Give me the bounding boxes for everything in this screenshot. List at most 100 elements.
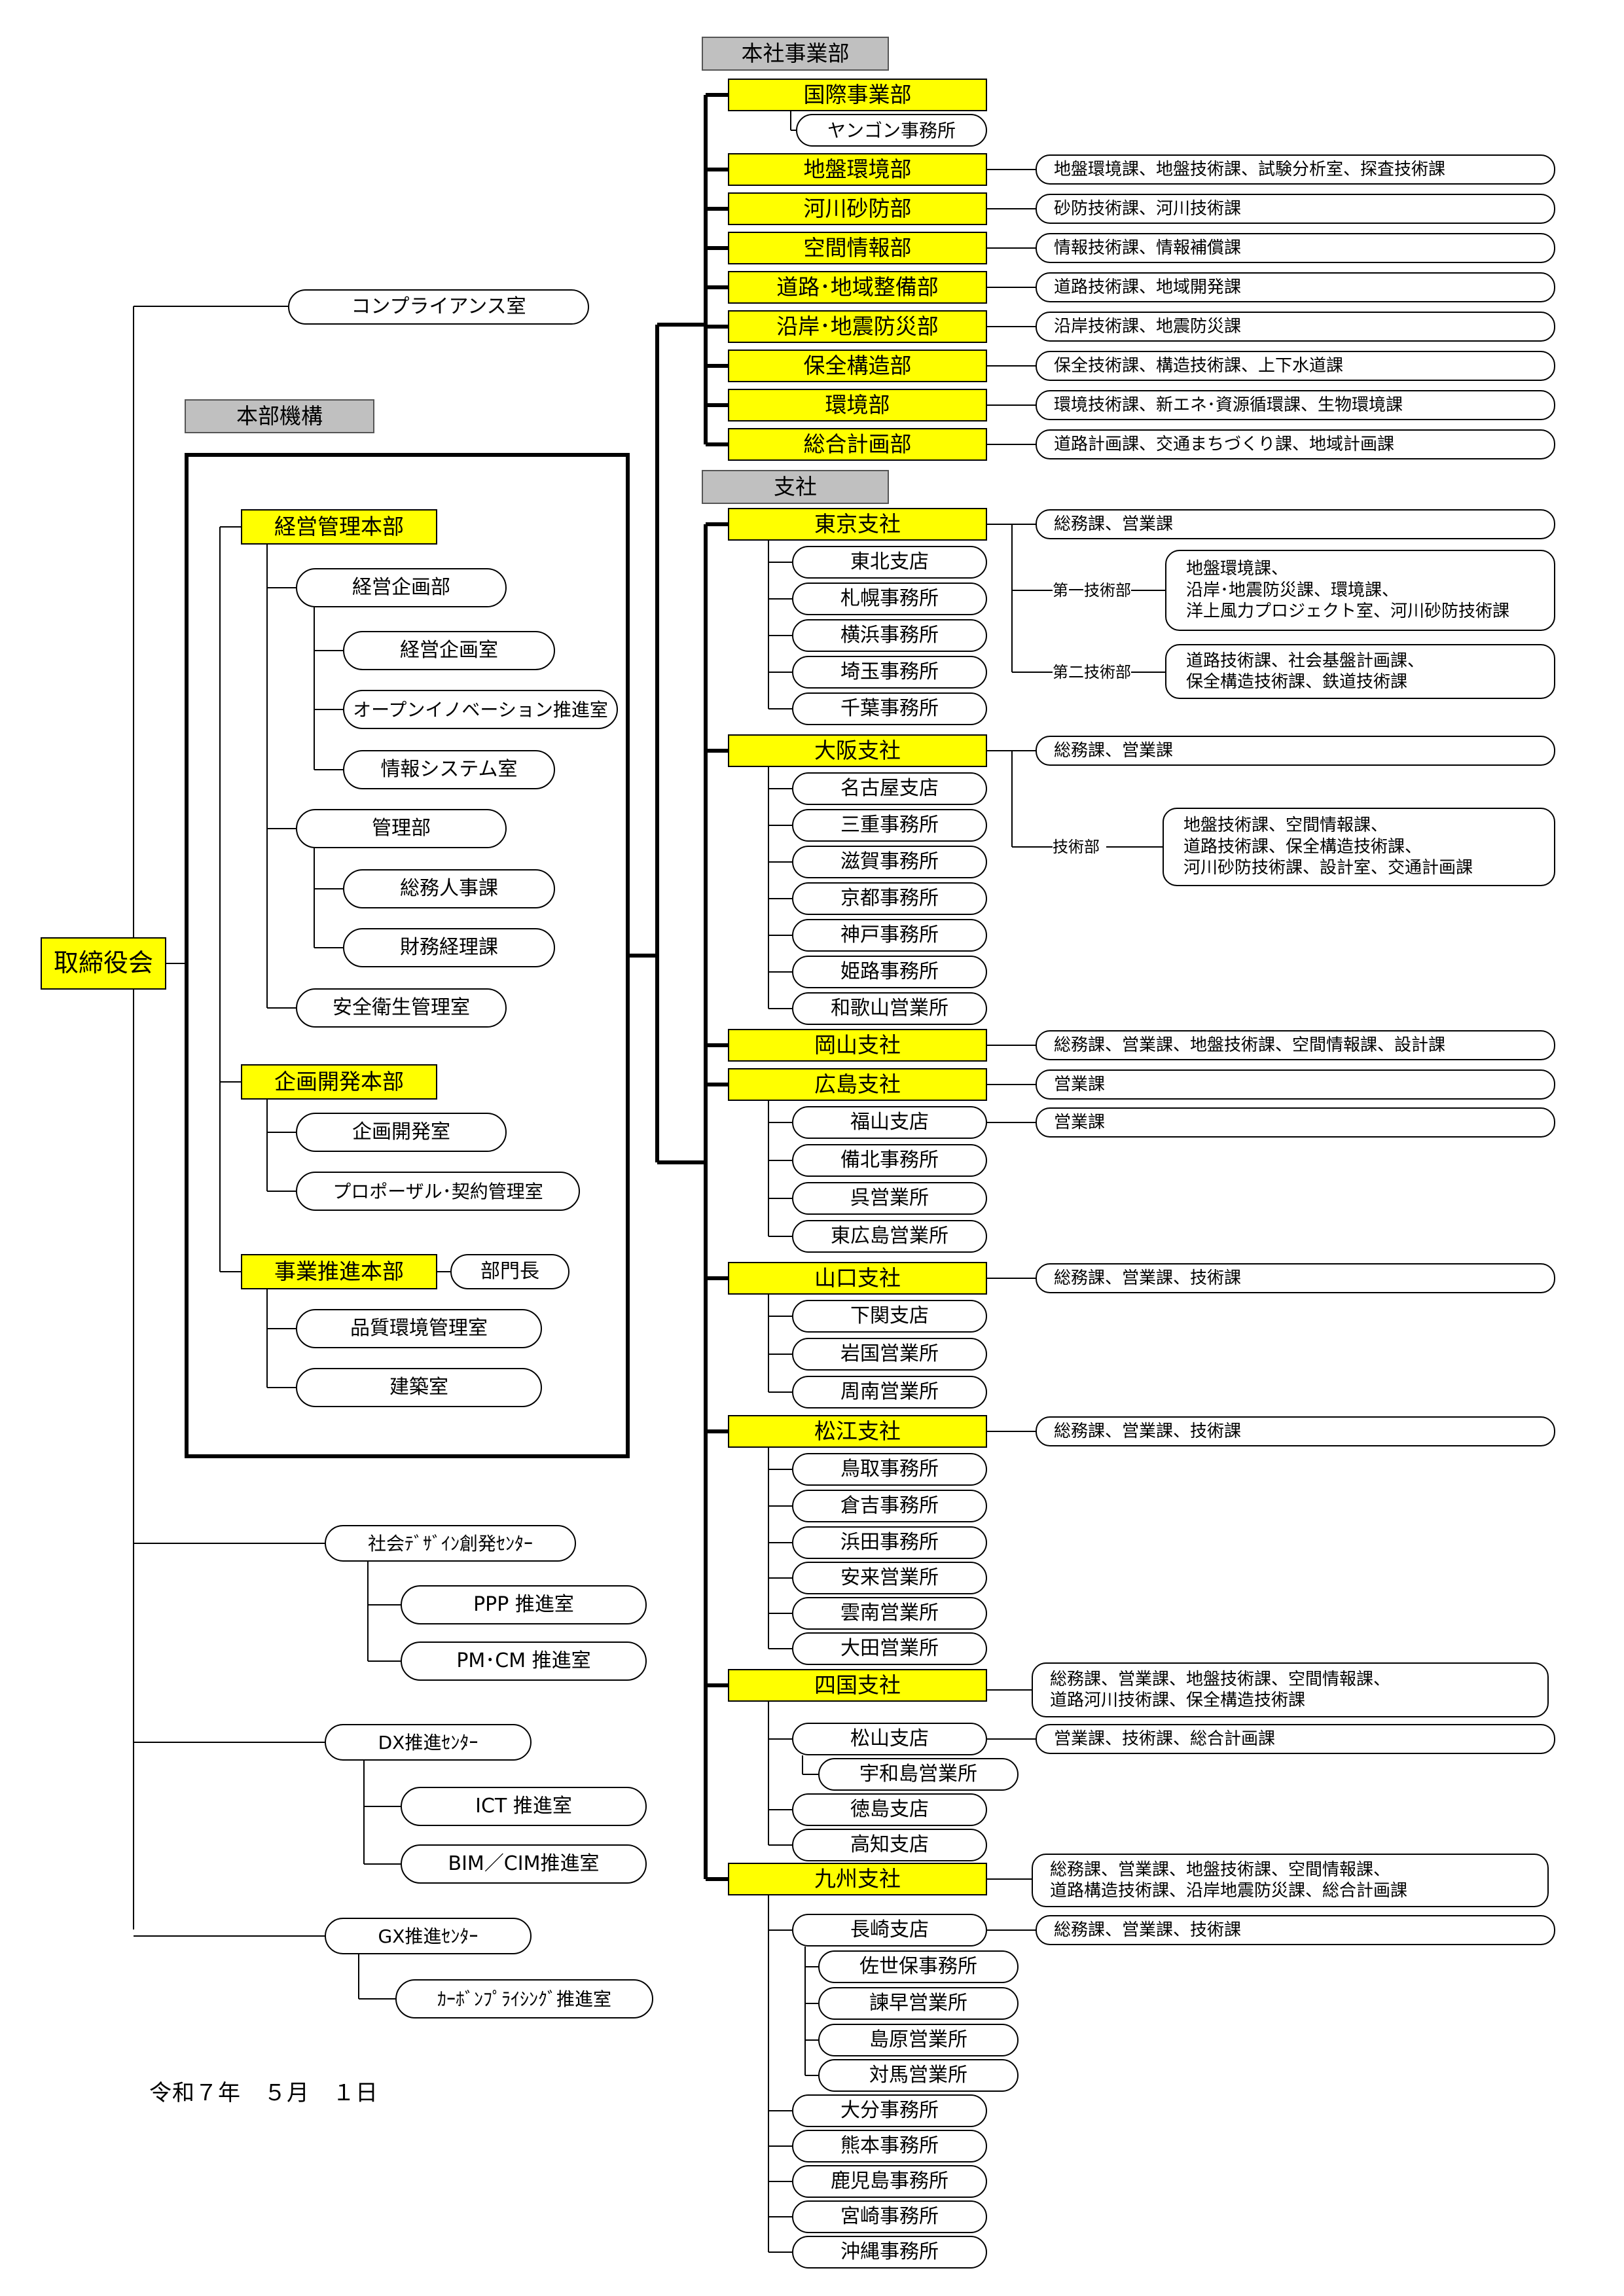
branch-shikoku: 四国支社 <box>728 1669 987 1702</box>
branch-tokyo: 東京支社 <box>728 508 987 541</box>
office-nagoya: 名古屋支店 <box>792 772 987 805</box>
branch-yamaguchi: 山口支社 <box>728 1262 987 1295</box>
division-comprehensive-planning: 総合計画部 <box>728 428 987 461</box>
office-yasugi: 安来営業所 <box>792 1562 987 1594</box>
office-unnan: 雲南営業所 <box>792 1597 987 1630</box>
office-kagoshima: 鹿児島事務所 <box>792 2165 987 2198</box>
office-uwajima: 宇和島営業所 <box>818 1758 1019 1791</box>
office-sapporo: 札幌事務所 <box>792 583 987 615</box>
office-tohoku: 東北支店 <box>792 546 987 579</box>
tokyo-tech-dept-1: 第一技術部 <box>1053 581 1131 600</box>
branch-kyushu-desc: 総務課、営業課、地盤技術課、空間情報課、 道路構造技術課、沿岸地震防災課、総合計… <box>1032 1854 1549 1907</box>
architecture-office: 建築室 <box>296 1368 542 1407</box>
branch-shikoku-desc: 総務課、営業課、地盤技術課、空間情報課、 道路河川技術課、保全構造技術課 <box>1032 1662 1549 1717</box>
business-promotion-hq: 事業推進本部 <box>241 1254 437 1289</box>
dx-center: DX推進ｾﾝﾀｰ <box>325 1724 532 1761</box>
office-sasebo: 佐世保事務所 <box>818 1950 1019 1983</box>
office-ota: 大田営業所 <box>792 1632 987 1665</box>
division-desc-river-erosion: 砂防技術課、河川技術課 <box>1036 194 1555 224</box>
office-himeji: 姫路事務所 <box>792 956 987 988</box>
office-fukuyama: 福山支店 <box>792 1106 987 1139</box>
office-okinawa: 沖縄事務所 <box>792 2236 987 2269</box>
safety-health-office: 安全衛生管理室 <box>296 988 507 1028</box>
tokyo-tech2-line-2: 保全構造技術課、鉄道技術課 <box>1186 672 1408 692</box>
finance-accounting-section: 財務経理課 <box>343 928 555 967</box>
division-spatial-information: 空間情報部 <box>728 232 987 264</box>
office-kure: 呉営業所 <box>792 1182 987 1215</box>
tokyo-tech1-line-2: 沿岸･地震防災課、環境課、 <box>1186 580 1399 600</box>
information-systems-office: 情報システム室 <box>343 750 555 789</box>
office-chiba: 千葉事務所 <box>792 692 987 725</box>
head-office-label: 本部機構 <box>185 399 374 433</box>
division-desc-comprehensive-planning: 道路計画課、交通まちづくり課、地域計画課 <box>1036 429 1555 459</box>
office-wakayama: 和歌山営業所 <box>792 992 987 1025</box>
administration-dept: 管理部 <box>296 809 507 848</box>
planning-development-hq: 企画開発本部 <box>241 1064 437 1100</box>
planning-development-office: 企画開発室 <box>296 1113 507 1152</box>
office-bihoku: 備北事務所 <box>792 1144 987 1177</box>
social-design-center: 社会ﾃﾞｻﾞｲﾝ創発ｾﾝﾀｰ <box>325 1525 576 1562</box>
office-shimabara: 島原営業所 <box>818 2024 1019 2056</box>
division-desc-road-regional: 道路技術課、地域開発課 <box>1036 272 1555 302</box>
office-tottori: 鳥取事務所 <box>792 1453 987 1486</box>
branch-okayama-desc: 総務課、営業課、地盤技術課、空間情報課、設計課 <box>1036 1030 1555 1060</box>
osaka-tech-line-2: 道路技術課、保全構造技術課、 <box>1183 836 1422 857</box>
issue-date: 令和７年 ５月 １日 <box>149 2080 378 2106</box>
division-environment: 環境部 <box>728 389 987 422</box>
pm-cm-office: PM･CM 推進室 <box>401 1641 647 1681</box>
branch-tokyo-desc: 総務課、営業課 <box>1036 509 1555 539</box>
division-desc-spatial-information: 情報技術課、情報補償課 <box>1036 233 1555 263</box>
office-kochi: 高知支店 <box>792 1829 987 1861</box>
office-kyoto: 京都事務所 <box>792 882 987 915</box>
office-shiga: 滋賀事務所 <box>792 846 987 878</box>
branch-matsue-desc: 総務課、営業課、技術課 <box>1036 1416 1555 1446</box>
gx-center: GX推進ｾﾝﾀｰ <box>325 1918 532 1954</box>
office-hamada: 浜田事務所 <box>792 1526 987 1559</box>
branch-kyushu: 九州支社 <box>728 1863 987 1895</box>
general-affairs-hr-section: 総務人事課 <box>343 869 555 908</box>
office-kobe: 神戸事務所 <box>792 919 987 952</box>
office-matsuyama-desc: 営業課、技術課、総合計画課 <box>1036 1724 1555 1754</box>
branch-osaka-desc: 総務課、営業課 <box>1036 736 1555 766</box>
tokyo-tech2-line-1: 道路技術課、社会基盤計画課、 <box>1186 651 1425 671</box>
tokyo-tech1-line-3: 洋上風力プロジェクト室、河川砂防技術課 <box>1186 601 1510 622</box>
office-matsuyama: 松山支店 <box>792 1723 987 1755</box>
osaka-tech-dept: 技術部 <box>1053 838 1100 856</box>
division-desc-environment: 環境技術課、新エネ･資源循環課、生物環境課 <box>1036 390 1555 420</box>
division-desc-maintenance-structure: 保全技術課、構造技術課、上下水道課 <box>1036 351 1555 381</box>
office-yokohama: 横浜事務所 <box>792 619 987 652</box>
tokyo-tech-dept-2-sections: 道路技術課、社会基盤計画課、 保全構造技術課、鉄道技術課 <box>1165 644 1555 699</box>
branch-matsue: 松江支社 <box>728 1415 987 1448</box>
shikoku-desc-line-2: 道路河川技術課、保全構造技術課 <box>1050 1691 1306 1710</box>
management-hq: 経営管理本部 <box>241 509 437 545</box>
ppp-office: PPP 推進室 <box>401 1585 647 1624</box>
office-saitama: 埼玉事務所 <box>792 656 987 689</box>
division-desc-coastal-earthquake: 沿岸技術課、地震防災課 <box>1036 312 1555 342</box>
office-miyazaki: 宮崎事務所 <box>792 2200 987 2233</box>
shikoku-desc-line-1: 総務課、営業課、地盤技術課、空間情報課、 <box>1050 1669 1391 1689</box>
kyushu-desc-line-1: 総務課、営業課、地盤技術課、空間情報課、 <box>1050 1859 1391 1880</box>
branch-yamaguchi-desc: 総務課、営業課、技術課 <box>1036 1263 1555 1293</box>
branch-hiroshima: 広島支社 <box>728 1068 987 1101</box>
branch-okayama: 岡山支社 <box>728 1029 987 1062</box>
corporate-planning-office: 経営企画室 <box>343 631 555 670</box>
division-head: 部門長 <box>450 1254 569 1289</box>
branches-label: 支社 <box>702 470 889 504</box>
office-nagasaki-desc: 総務課、営業課、技術課 <box>1036 1915 1555 1945</box>
osaka-tech-line-3: 河川砂防技術課、設計室、交通計画課 <box>1183 858 1473 878</box>
osaka-tech-line-1: 地盤技術課、空間情報課、 <box>1183 816 1388 836</box>
office-kurayoshi: 倉吉事務所 <box>792 1490 987 1522</box>
office-tsushima: 対馬営業所 <box>818 2059 1019 2092</box>
division-coastal-earthquake: 沿岸･地震防災部 <box>728 310 987 343</box>
tokyo-tech1-line-1: 地盤環境課、 <box>1186 559 1289 579</box>
kyushu-desc-line-2: 道路構造技術課、沿岸地震防災課、総合計画課 <box>1050 1881 1408 1901</box>
bim-cim-office: BIM／CIM推進室 <box>401 1844 647 1884</box>
tokyo-tech-dept-1-sections: 地盤環境課、 沿岸･地震防災課、環境課、 洋上風力プロジェクト室、河川砂防技術課 <box>1165 550 1555 631</box>
head-office-frame <box>185 453 630 1458</box>
office-mie: 三重事務所 <box>792 809 987 842</box>
quality-environment-office: 品質環境管理室 <box>296 1309 542 1348</box>
office-shimonoseki: 下関支店 <box>792 1300 987 1333</box>
office-higashihiroshima: 東広島営業所 <box>792 1220 987 1253</box>
